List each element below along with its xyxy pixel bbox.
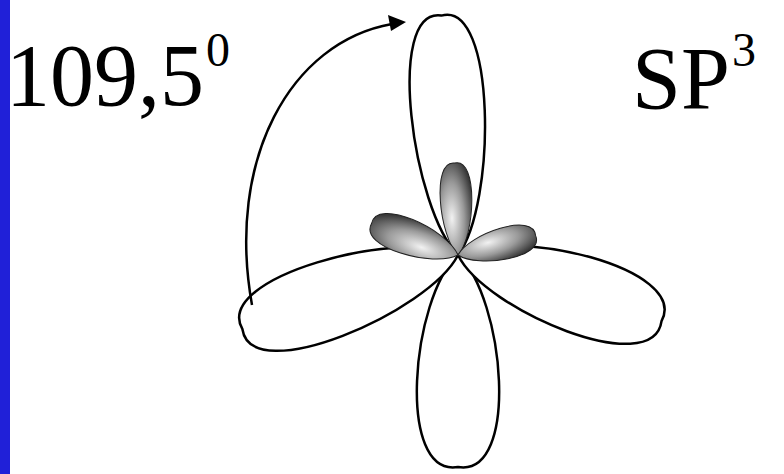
arrow-head	[388, 15, 406, 31]
hybrid-superscript: 3	[732, 26, 756, 74]
back-lobe	[365, 207, 464, 272]
orbital-lobe	[446, 218, 674, 359]
angle-value: 109,5	[6, 32, 204, 120]
back-lobe	[454, 220, 539, 270]
hybrid-label: SP	[632, 35, 730, 123]
orbital-lobe	[404, 13, 494, 258]
angle-arc	[246, 24, 392, 305]
degree-superscript: 0	[206, 26, 230, 74]
orbital-lobes	[229, 13, 674, 468]
